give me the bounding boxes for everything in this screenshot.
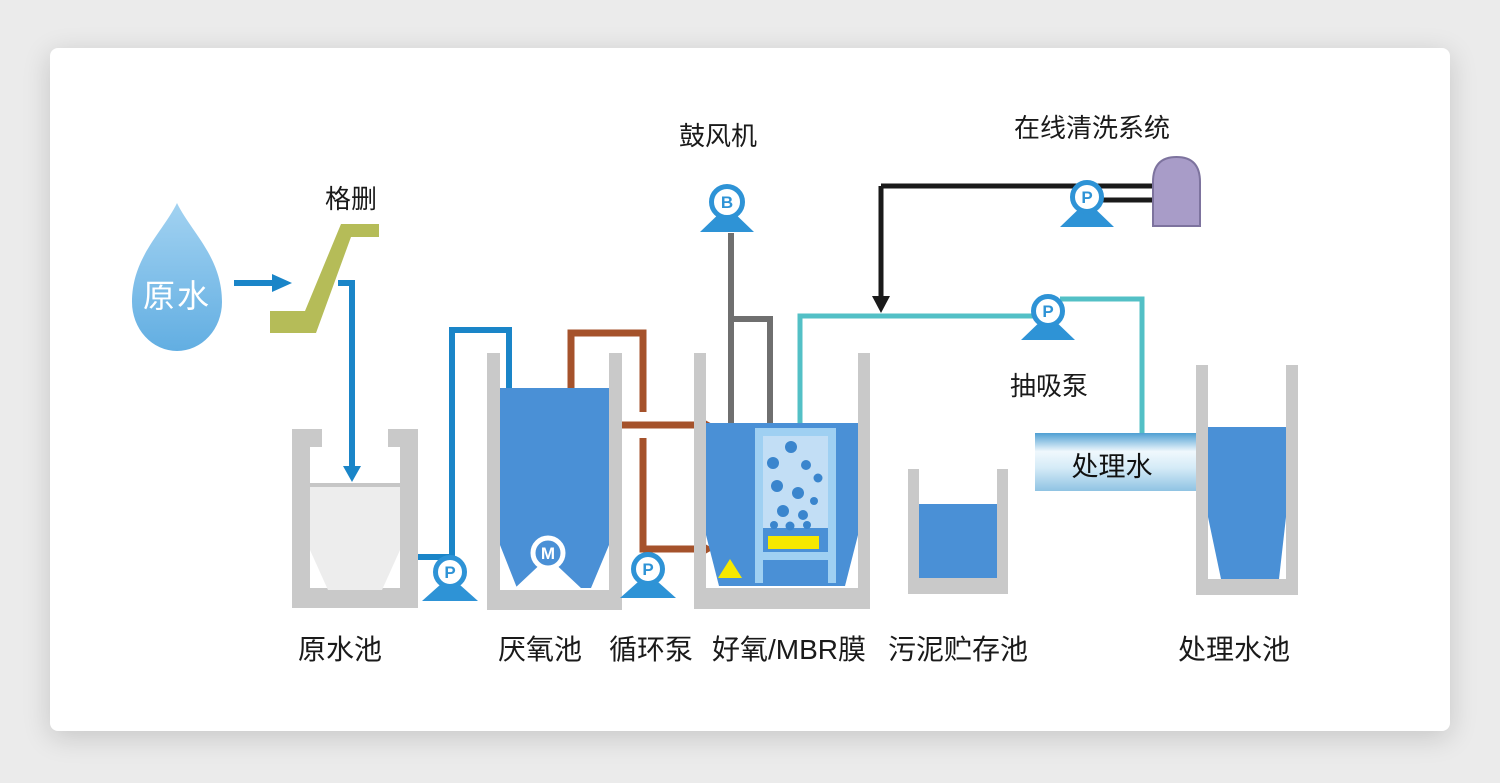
circulation-pump-label: 循环泵 [609,634,693,665]
sludge-tank-label: 污泥贮存池 [888,634,1028,665]
raw-water-drop: 原水 [132,203,222,351]
cleaning-system-label: 在线清洗系统 [1014,113,1170,143]
anaerobic-tank [487,353,622,610]
mixer-letter: M [541,544,555,563]
mbr-tank-label: 好氧/MBR膜 [712,634,866,665]
diagram-card [50,48,1450,731]
treated-water-box: 处理水 [1035,433,1202,491]
mbr-tank [694,353,870,609]
mixer-icon: M [514,535,582,589]
screen-icon [270,224,379,333]
suction-pump-icon: P [1021,294,1075,340]
pipe-cleaning-system [872,183,1155,313]
circulation-pump-letter: P [642,560,653,579]
treated-water-label: 处理水 [1072,452,1153,482]
blower-icon: B [700,184,754,232]
flow-arrow-raw-to-screen [234,274,292,292]
raw-feed-pump-icon: P [422,555,478,601]
blower-letter: B [721,193,733,212]
raw-water-tank [292,429,418,608]
membrane-module [755,428,836,583]
suction-pump-label: 抽吸泵 [1010,371,1088,401]
level-marker-triangle [718,559,742,578]
anaerobic-tank-label: 厌氧池 [498,634,582,665]
pipe-membrane-suction [797,296,1145,437]
treated-water-tank [1196,365,1298,595]
pipe-screen-to-raw-tank [338,280,361,482]
blower-label: 鼓风机 [679,121,757,151]
raw-water-drop-label: 原水 [143,278,211,314]
cleaning-pump-icon: P [1060,180,1114,227]
cleaning-solution-tank [1152,155,1201,227]
screen-label: 格删 [325,184,377,214]
aeration-diffuser [768,536,819,549]
membrane-bubbles [767,441,823,531]
raw-tank-label: 原水池 [298,634,382,665]
cleaning-pump-letter: P [1081,188,1092,207]
treated-tank-label: 处理水池 [1178,634,1290,665]
suction-pump-letter: P [1042,302,1053,321]
sludge-tank [908,469,1008,594]
circulation-pump-icon: P [620,552,676,598]
raw-feed-pump-letter: P [444,563,455,582]
